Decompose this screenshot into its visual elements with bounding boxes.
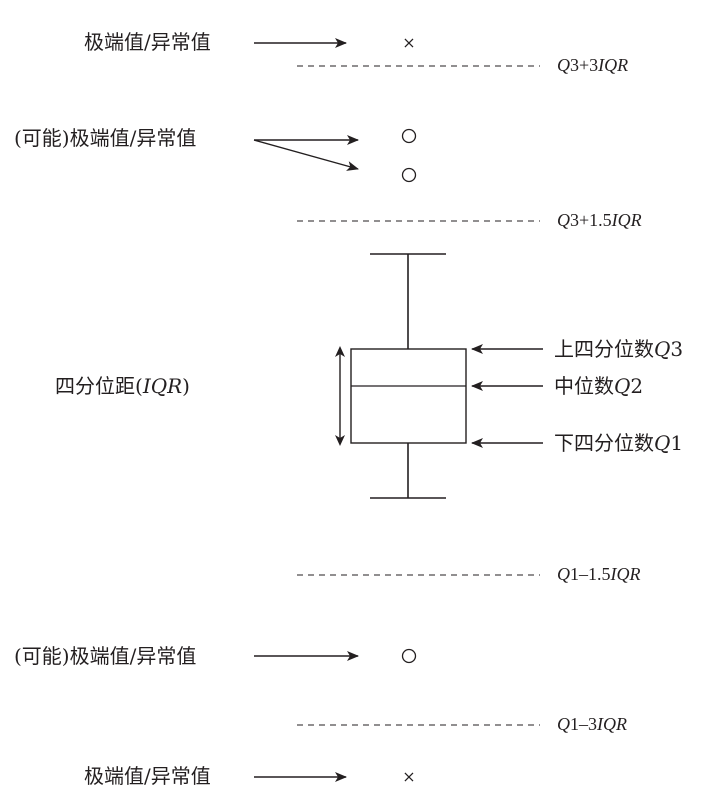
extreme-label-bottom: 极端值/异常值 xyxy=(84,764,211,788)
possible-marker-lower xyxy=(401,648,417,664)
threshold-label-lower-inner: Q1–1.5IQR xyxy=(557,564,641,584)
lower-quartile-label: 下四分位数Q1 xyxy=(554,431,683,455)
extreme-marker-bottom: × xyxy=(402,767,415,786)
threshold-label-lower-outer: Q1–3IQR xyxy=(557,714,627,734)
possible-extreme-label-lower: (可能)极端值/异常值 xyxy=(14,644,196,668)
iqr-box xyxy=(350,348,467,444)
iqr-label: 四分位距(IQR) xyxy=(55,374,190,398)
possible-extreme-label-upper: (可能)极端值/异常值 xyxy=(14,126,196,150)
extreme-label-top: 极端值/异常值 xyxy=(84,30,211,54)
threshold-label-upper-inner: Q3+1.5IQR xyxy=(557,210,642,230)
possible-marker-upper-2 xyxy=(401,167,417,183)
upper-quartile-label: 上四分位数Q3 xyxy=(554,337,683,361)
median-label: 中位数Q2 xyxy=(554,374,643,398)
arrow-possible-upper-2 xyxy=(253,139,359,171)
iqr-bracket-arrow-top xyxy=(335,346,345,357)
possible-marker-upper-1 xyxy=(401,128,417,144)
iqr-bracket-arrow-bottom xyxy=(335,435,345,446)
threshold-label-upper-outer: Q3+3IQR xyxy=(557,55,628,75)
extreme-marker-top: × xyxy=(402,33,415,52)
